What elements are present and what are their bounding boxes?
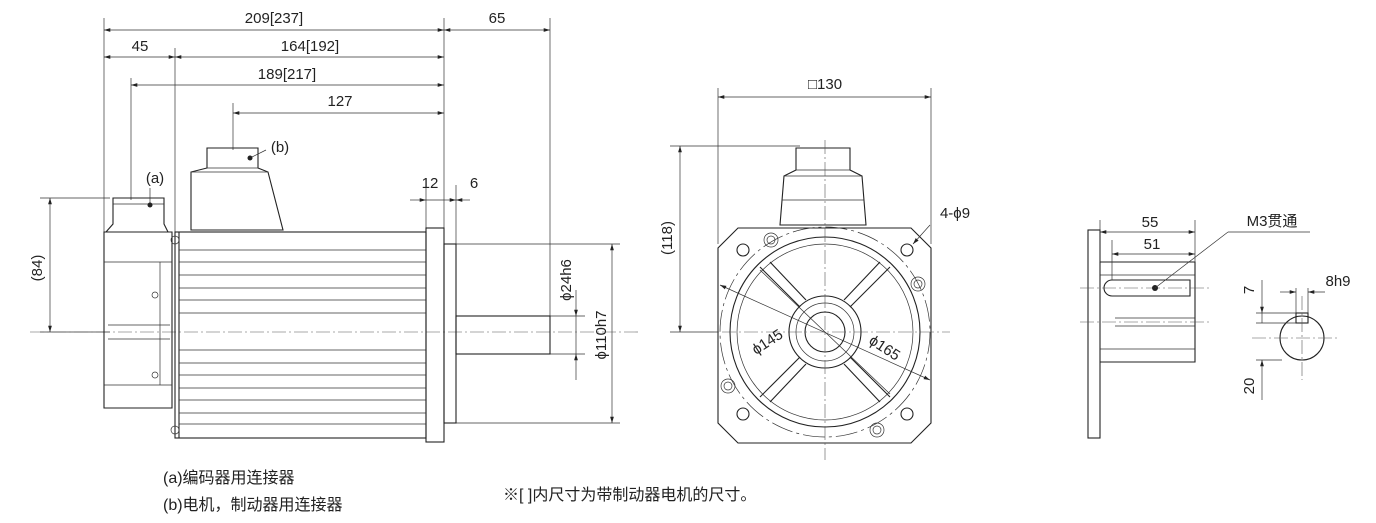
dim-thread: M3贯通 (1247, 213, 1298, 230)
dim-shaft-length: 65 (489, 10, 506, 27)
callout-a: (a) (146, 170, 164, 187)
dim-mounting-holes: 4-ϕ9 (940, 205, 970, 222)
dim-inner-circle: ϕ145 (749, 326, 786, 358)
dim-key-depth: 7 (1241, 286, 1258, 294)
dim-flange-square: □130 (808, 76, 842, 93)
callout-b: (b) (271, 139, 289, 156)
dim-key-length-outer: 55 (1142, 214, 1159, 231)
dim-front-height: (118) (659, 221, 676, 255)
legend-connector-a: (a)编码器用连接器 (163, 470, 295, 487)
dim-key-length-inner: 51 (1144, 236, 1161, 253)
dim-connector-b-offset: 127 (327, 93, 352, 110)
dim-key-width: 8h9 (1325, 273, 1350, 290)
footnote-brake-dimensions: ※[ ]内尺寸为带制动器电机的尺寸。 (503, 487, 757, 504)
dim-body-length: 164[192] (281, 38, 339, 55)
dim-overall-length: 209[237] (245, 10, 303, 27)
dim-connector-a-offset: 45 (132, 38, 149, 55)
dim-spigot-depth: 6 (470, 175, 478, 192)
shaft-detail-view: 55 51 M3贯通 8h9 7 20 (1080, 213, 1351, 439)
dim-shaft-offset: 20 (1241, 378, 1258, 395)
dim-length-from-a: 189[217] (258, 66, 316, 83)
dim-connector-height: (84) (29, 255, 46, 282)
dim-flange-thickness: 12 (422, 175, 439, 192)
dim-spigot-diameter: ϕ110h7 (593, 311, 610, 360)
side-view: 209[237] 65 45 164[192] 189[217] 127 12 … (29, 10, 640, 443)
dim-shaft-diameter: ϕ24h6 (558, 259, 575, 301)
legend-connector-b: (b)电机，制动器用连接器 (163, 497, 343, 514)
front-view: □130 (118) 4-ϕ9 ϕ145 ϕ165 (659, 76, 970, 460)
